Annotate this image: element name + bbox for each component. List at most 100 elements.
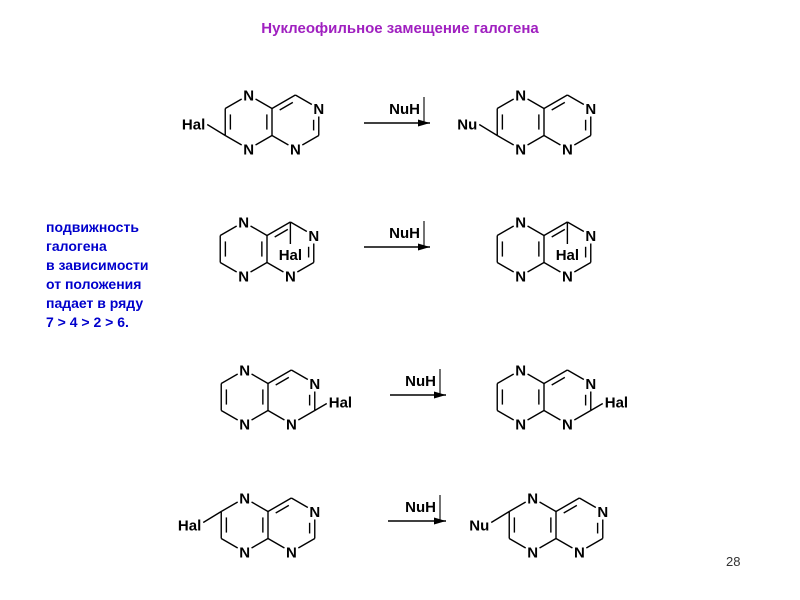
ring-bond xyxy=(527,98,545,110)
ring-bond xyxy=(496,409,515,421)
note-line: от положения xyxy=(46,276,142,292)
ring-bond xyxy=(251,373,269,385)
ring-bond xyxy=(573,134,592,146)
ring-bond xyxy=(255,98,273,110)
nitrogen-atom: N xyxy=(313,101,324,118)
ring-bond xyxy=(508,501,527,513)
ring-bond xyxy=(527,373,545,385)
ring-bond xyxy=(224,134,243,146)
nitrogen-atom: N xyxy=(562,417,573,434)
nitrogen-atom: N xyxy=(238,215,249,232)
ring-bond xyxy=(543,409,561,421)
reagent-label: NuH xyxy=(389,225,420,242)
ring-bond xyxy=(543,261,561,273)
ring-bond xyxy=(224,98,243,110)
reagent-label: NuH xyxy=(405,499,436,516)
nitrogen-atom: N xyxy=(286,417,297,434)
ring-bond xyxy=(555,537,573,549)
nitrogen-atom: N xyxy=(286,545,297,562)
ring-bond xyxy=(555,497,580,513)
ring-bond xyxy=(267,409,285,421)
substituent-bond xyxy=(202,510,222,524)
page-number: 28 xyxy=(726,554,741,569)
ring-bond xyxy=(296,261,315,273)
nitrogen-atom: N xyxy=(238,269,249,286)
ring-bond xyxy=(291,497,309,509)
ring-bond xyxy=(291,369,309,381)
nitrogen-atom: N xyxy=(574,545,585,562)
ring-bond xyxy=(297,537,316,549)
ring-bond xyxy=(219,225,238,237)
ring-bond xyxy=(271,134,289,146)
ring-bond xyxy=(295,94,313,106)
nitrogen-atom: N xyxy=(515,215,526,232)
nitrogen-atom: N xyxy=(239,363,250,380)
ring-bond xyxy=(297,409,316,421)
substituent-label: Nu xyxy=(457,117,477,134)
substituent-label: Hal xyxy=(182,117,205,134)
note-line: падает в ряду xyxy=(46,295,144,311)
nitrogen-atom: N xyxy=(285,269,296,286)
nitrogen-atom: N xyxy=(309,376,320,393)
ring-bond xyxy=(567,221,585,233)
ring-bond xyxy=(539,501,557,513)
substituent-label: Hal xyxy=(329,395,352,412)
nitrogen-atom: N xyxy=(290,142,301,159)
substituent-bond xyxy=(478,123,498,137)
nitrogen-atom: N xyxy=(239,491,250,508)
ring-bond xyxy=(496,98,515,110)
ring-bond xyxy=(543,94,568,110)
ring-bond xyxy=(543,369,568,385)
ring-bond xyxy=(267,537,285,549)
nitrogen-atom: N xyxy=(562,269,573,286)
double-bond-line xyxy=(551,376,566,386)
nitrogen-atom: N xyxy=(597,504,608,521)
substituent-label: Hal xyxy=(605,395,628,412)
nitrogen-atom: N xyxy=(527,491,538,508)
reagent-label: NuH xyxy=(389,101,420,118)
ring-bond xyxy=(543,134,561,146)
nitrogen-atom: N xyxy=(239,417,250,434)
substituent-label: Hal xyxy=(279,247,302,264)
ring-bond xyxy=(271,94,296,110)
ring-bond xyxy=(527,225,545,237)
ring-bond xyxy=(527,261,545,273)
ring-bond xyxy=(573,409,592,421)
nitrogen-atom: N xyxy=(239,545,250,562)
ring-bond xyxy=(220,537,239,549)
ring-bond xyxy=(267,369,292,385)
ring-bond xyxy=(543,221,568,237)
ring-bond xyxy=(267,497,292,513)
ring-bond xyxy=(567,94,585,106)
ring-bond xyxy=(251,501,269,513)
ring-bond xyxy=(290,221,308,233)
nitrogen-atom: N xyxy=(562,142,573,159)
nitrogen-atom: N xyxy=(515,417,526,434)
ring-bond xyxy=(220,373,239,385)
nitrogen-atom: N xyxy=(515,88,526,105)
ring-bond xyxy=(220,501,239,513)
ring-bond xyxy=(496,225,515,237)
double-bond-line xyxy=(274,228,289,238)
ring-bond xyxy=(220,409,239,421)
note-line: подвижность xyxy=(46,219,139,235)
reagent-label: NuH xyxy=(405,373,436,390)
ring-bond xyxy=(266,221,291,237)
ring-bond xyxy=(579,497,597,509)
ring-bond xyxy=(266,261,284,273)
note-line: галогена xyxy=(46,238,107,254)
nitrogen-atom: N xyxy=(527,545,538,562)
double-bond-line xyxy=(275,504,290,514)
double-bond-line xyxy=(551,228,566,238)
ring-bond xyxy=(573,261,592,273)
substituent-label: Nu xyxy=(469,518,489,535)
nitrogen-atom: N xyxy=(515,269,526,286)
ring-bond xyxy=(496,261,515,273)
double-bond-line xyxy=(563,504,578,514)
ring-bond xyxy=(527,134,545,146)
halogen-mobility-note: подвижность галогена в зависимости от по… xyxy=(46,218,206,332)
ring-bond xyxy=(251,537,269,549)
double-bond-line xyxy=(279,101,294,111)
ring-bond xyxy=(219,261,238,273)
nitrogen-atom: N xyxy=(515,363,526,380)
